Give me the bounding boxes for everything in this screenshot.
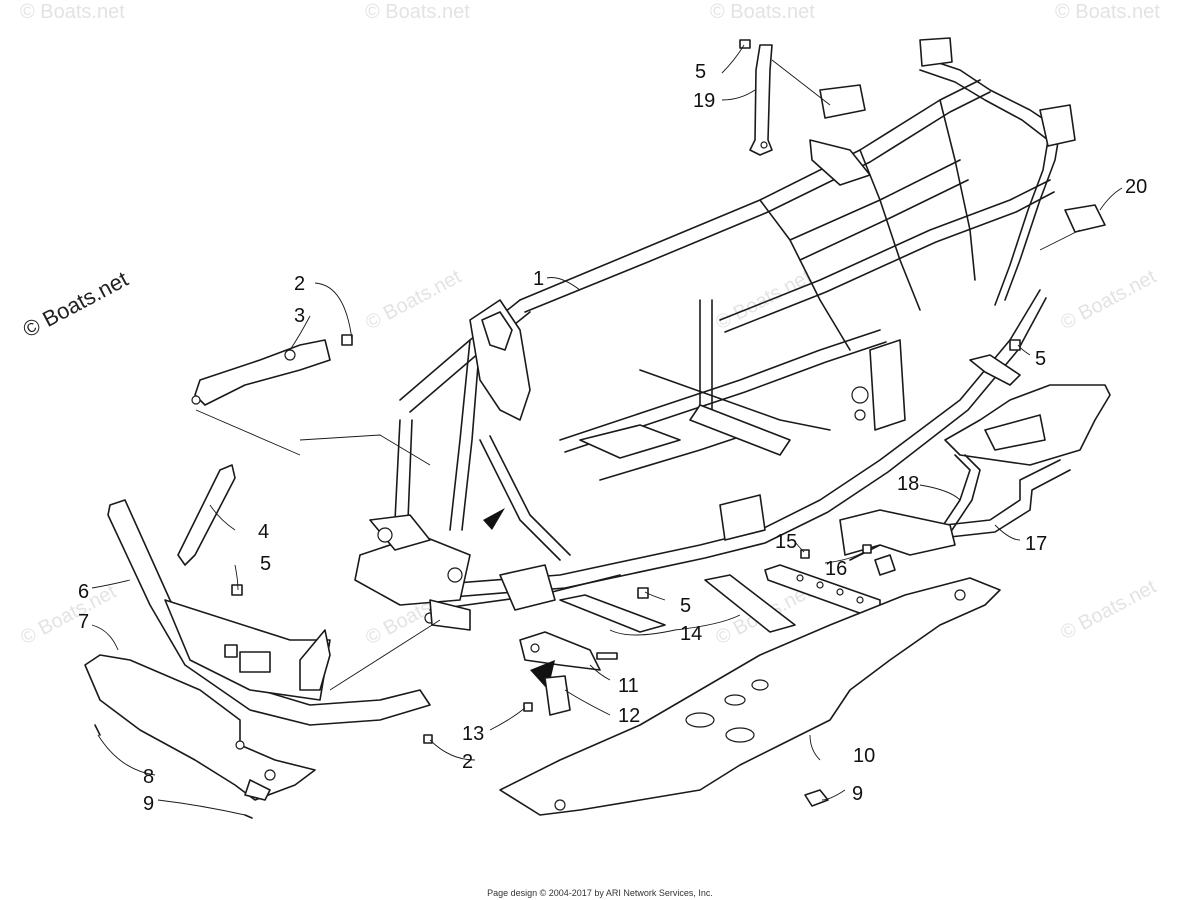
rear-bracket <box>839 509 956 576</box>
rear-strut <box>739 39 831 156</box>
watermark-text: © Boats.net <box>365 1 470 23</box>
callout-13: 13 <box>462 723 484 745</box>
callout-9: 9 <box>143 793 154 815</box>
callout-12: 12 <box>618 705 640 727</box>
decal <box>1039 204 1106 251</box>
callout-10: 10 <box>853 745 875 767</box>
watermark-text: © Boats.net <box>362 266 465 335</box>
callout-14: 14 <box>680 623 702 645</box>
callout-3: 3 <box>294 305 305 327</box>
watermark-text: © Boats.net <box>710 1 815 23</box>
callout-4: 4 <box>258 521 269 543</box>
callout-5: 5 <box>680 595 691 617</box>
callout-2: 2 <box>462 751 473 773</box>
callout-17: 17 <box>1025 533 1047 555</box>
front-bracket <box>191 334 431 466</box>
leader-lines <box>91 44 1123 816</box>
frame-pads <box>559 574 796 633</box>
callout-5: 5 <box>260 553 271 575</box>
watermark-text: © Boats.net <box>1057 266 1160 335</box>
front-skid-plate <box>84 654 316 801</box>
main-frame <box>354 37 1076 631</box>
callout-8: 8 <box>143 766 154 788</box>
callout-18: 18 <box>897 473 919 495</box>
watermark-text: © Boats.net <box>1057 576 1160 645</box>
callout-19: 19 <box>693 90 715 112</box>
watermark-text: © Boats.net <box>712 266 815 335</box>
callout-6: 6 <box>78 581 89 603</box>
callout-15: 15 <box>775 531 797 553</box>
fasteners <box>94 587 649 819</box>
callout-7: 7 <box>78 611 89 633</box>
front-bumper <box>107 499 441 726</box>
watermark-text: © Boats.net <box>1055 1 1160 23</box>
callout-2: 2 <box>294 273 305 295</box>
footer-credit: Page design © 2004-2017 by ARI Network S… <box>487 888 713 898</box>
callout-labels: 1 2 3 4 5 5 5 5 6 7 8 9 9 10 11 12 13 14… <box>78 61 1147 815</box>
watermark-text: © Boats.net <box>20 1 125 23</box>
main-skid-plate <box>499 577 1001 816</box>
mount-bracket <box>519 631 618 716</box>
front-brace <box>177 464 243 596</box>
rear-rack <box>849 339 1111 561</box>
callout-11: 11 <box>618 675 639 697</box>
callout-9: 9 <box>852 783 863 805</box>
callout-5: 5 <box>695 61 706 83</box>
watermark-brand: © Boats.net <box>19 266 133 342</box>
callout-20: 20 <box>1125 176 1147 198</box>
callout-5: 5 <box>1035 348 1046 370</box>
callout-16: 16 <box>825 558 847 580</box>
watermark-text: © Boats.net <box>17 581 120 650</box>
callout-1: 1 <box>533 268 544 290</box>
